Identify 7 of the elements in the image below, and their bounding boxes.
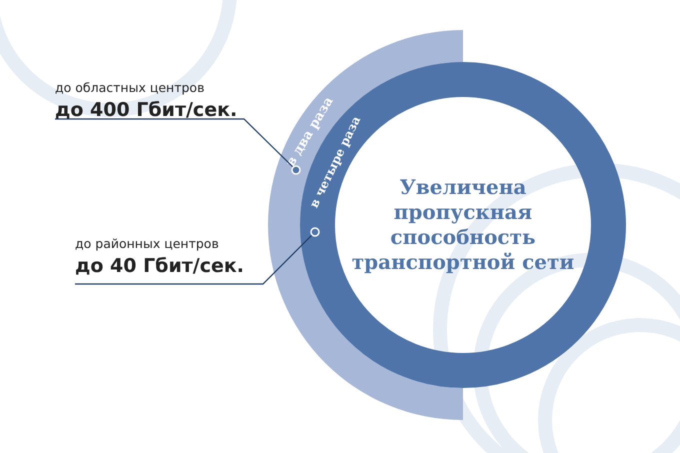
speed-value: до 400 Гбит/сек. (55, 99, 238, 121)
leader-line (55, 118, 301, 175)
speed-value: до 40 Гбит/сек. (75, 255, 245, 277)
leader-line (75, 227, 320, 285)
caption-text: до областных центров (55, 80, 206, 95)
caption-text: до районных центров (75, 236, 220, 251)
heading-text: Увеличена пропускная способность транспортной сети (350, 175, 576, 275)
